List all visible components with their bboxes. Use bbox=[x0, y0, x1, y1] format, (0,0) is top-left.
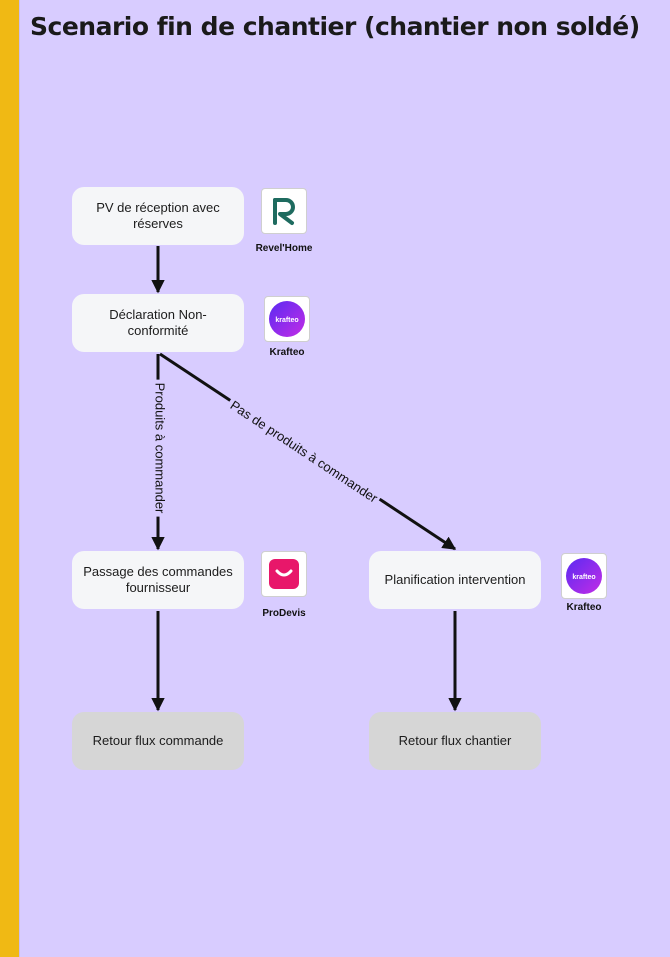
krafteo-logo-2: krafteo bbox=[561, 553, 607, 599]
prodevis-logo bbox=[261, 551, 307, 597]
krafteo-caption-2: Krafteo bbox=[566, 602, 602, 613]
node-passage-commandes: Passage des commandes fournisseur bbox=[72, 551, 244, 609]
krafteo-icon: krafteo bbox=[566, 558, 602, 594]
krafteo-mark-text: krafteo bbox=[572, 574, 595, 581]
page-title: Scenario fin de chantier (chantier non s… bbox=[30, 12, 640, 41]
krafteo-logo: krafteo bbox=[264, 296, 310, 342]
krafteo-caption: Krafteo bbox=[269, 347, 305, 358]
side-accent-stripe bbox=[0, 0, 19, 957]
revelhome-logo bbox=[261, 188, 307, 234]
prodevis-caption: ProDevis bbox=[262, 608, 306, 619]
revelhome-caption: Revel'Home bbox=[255, 243, 313, 254]
krafteo-mark-text: krafteo bbox=[275, 317, 298, 324]
node-declaration-non-conformite: Déclaration Non-conformité bbox=[72, 294, 244, 352]
edge-label-produits-a-commander: Produits à commander bbox=[151, 379, 168, 517]
frame-edge bbox=[19, 0, 20, 957]
node-retour-flux-chantier: Retour flux chantier bbox=[369, 712, 541, 770]
node-pv-reception: PV de réception avec réserves bbox=[72, 187, 244, 245]
krafteo-icon: krafteo bbox=[269, 301, 305, 337]
node-retour-flux-commande: Retour flux commande bbox=[72, 712, 244, 770]
node-planification-intervention: Planification intervention bbox=[369, 551, 541, 609]
revelhome-r-icon bbox=[273, 198, 295, 225]
prodevis-icon bbox=[269, 559, 299, 589]
